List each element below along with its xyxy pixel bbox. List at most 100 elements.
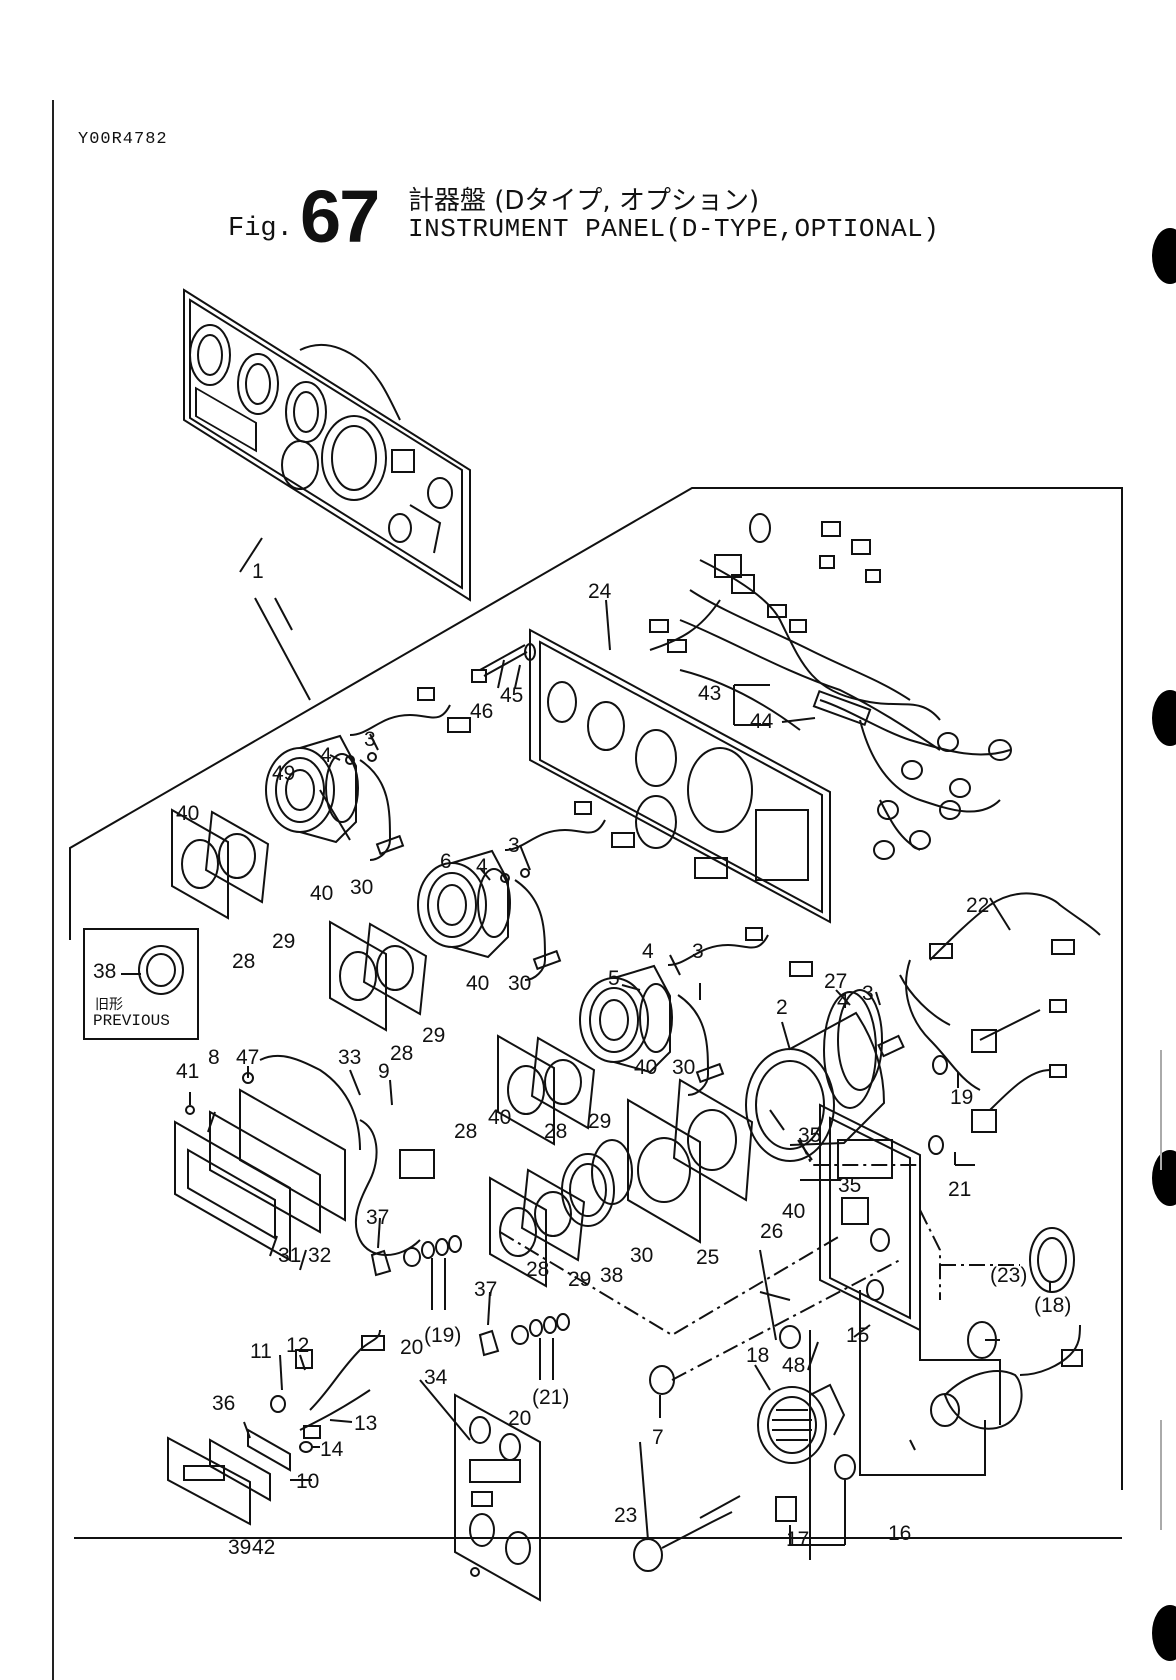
callout-label: 11 (250, 1340, 272, 1363)
callout-label: 3 (862, 982, 874, 1005)
callout-labels: 1 24 46 45 43 44 3 4 49 40 30 28 29 6 40… (176, 560, 1071, 1559)
callout-label: 25 (696, 1246, 719, 1269)
left-margin-line (52, 100, 54, 1680)
callout-label: 1 (252, 560, 264, 583)
wiring-harness (649, 513, 1012, 860)
callout-label: 39 (228, 1536, 251, 1559)
callout-label: 10 (296, 1470, 319, 1493)
callout-label: (18) (1034, 1294, 1071, 1317)
callout-label: 28 (390, 1042, 413, 1065)
knob-ring (1029, 1227, 1075, 1293)
callout-label: 43 (698, 682, 721, 705)
callout-label: (23) (990, 1264, 1027, 1287)
lighter-23 (633, 1495, 741, 1572)
key-switch-16 (930, 1324, 1083, 1430)
callout-label: 16 (888, 1522, 911, 1545)
callout-label: 40 (488, 1106, 511, 1129)
callout-label: 30 (672, 1056, 695, 1079)
previous-part-number: 38 (93, 960, 117, 983)
gauge-set-middle (329, 801, 635, 1032)
callout-label: 35 (798, 1124, 821, 1147)
callout-label: 33 (338, 1046, 361, 1069)
callout-label: 28 (544, 1120, 567, 1143)
fuse-17 (775, 1496, 797, 1522)
callout-label: 5 (608, 967, 620, 990)
clip-upper (370, 1249, 392, 1277)
previous-label-japanese: 旧形 (95, 997, 123, 1013)
callout-label: 46 (470, 700, 493, 723)
callout-label: 34 (424, 1366, 448, 1389)
callout-label: 28 (232, 950, 255, 973)
callout-label: 19 (950, 1086, 973, 1109)
callout-label: 40 (466, 972, 489, 995)
callout-label: 6 (440, 850, 452, 873)
callout-label: 8 (208, 1046, 220, 1069)
callout-label: 4 (476, 855, 488, 878)
callout-label: 4 (320, 744, 332, 767)
document-code: Y00R4782 (78, 130, 168, 149)
callout-label: 37 (366, 1206, 389, 1229)
callout-label: 44 (750, 710, 774, 733)
callout-label: (21) (532, 1386, 569, 1409)
gauge-set-lower (497, 927, 813, 1146)
callout-label: 29 (422, 1024, 445, 1047)
callout-label: 38 (600, 1264, 623, 1287)
callout-label: 32 (308, 1244, 331, 1267)
callout-label: 49 (272, 762, 295, 785)
callout-label: 2 (776, 996, 788, 1019)
callout-label: 4 (642, 940, 654, 963)
callout-label: 42 (252, 1536, 275, 1559)
callout-label: 26 (760, 1220, 783, 1243)
assembly-frame (69, 487, 1123, 1490)
callout-label: 15 (846, 1324, 869, 1347)
instrument-panel-assembly (183, 288, 471, 602)
callout-label: 29 (272, 930, 295, 953)
callout-label: 29 (588, 1110, 611, 1133)
callout-label: 40 (634, 1056, 657, 1079)
switch-assembly (167, 1329, 385, 1526)
previous-gauge-icon (121, 945, 184, 995)
callout-label: 21 (948, 1178, 971, 1201)
control-box (819, 1103, 921, 1332)
callout-label: 35 (838, 1174, 861, 1197)
callout-label: 24 (588, 580, 612, 603)
callout-label: 7 (652, 1426, 664, 1449)
callout-label: 3 (364, 728, 376, 751)
cover-plate (454, 1393, 541, 1602)
figure-number: 67 (300, 175, 380, 258)
callout-label: 30 (350, 876, 373, 899)
callout-label: 17 (786, 1528, 809, 1551)
callout-label: 23 (614, 1504, 637, 1527)
previous-label-english: PREVIOUS (93, 1012, 170, 1030)
callout-label: (19) (424, 1324, 461, 1347)
callout-label: 4 (837, 990, 849, 1013)
callout-label: 30 (630, 1244, 653, 1267)
callout-label: 30 (508, 972, 531, 995)
bolt-and-washer (471, 643, 536, 683)
callout-label: 14 (320, 1438, 344, 1461)
figure-prefix: Fig. (228, 214, 293, 244)
previous-type-inset: 38 旧形 PREVIOUS (83, 928, 199, 1040)
callout-label: 41 (176, 1060, 199, 1083)
callout-label: 31 (278, 1244, 301, 1267)
callout-label: 12 (286, 1334, 309, 1357)
callout-label: 27 (824, 970, 847, 993)
buzzer-18 (757, 1383, 846, 1464)
callout-label: 3 (508, 834, 520, 857)
callout-label: 36 (212, 1392, 235, 1415)
switch-harness (877, 892, 1101, 1155)
mounting-plate (529, 628, 831, 924)
callout-label: 28 (526, 1258, 549, 1281)
figure-title-japanese: 計器盤 (Dタイプ, オプション) (408, 186, 760, 216)
large-gauge (627, 989, 886, 1244)
callout-label: 18 (746, 1344, 769, 1367)
callout-label: 48 (782, 1354, 805, 1377)
lamp-7 (649, 1365, 675, 1395)
callout-label: 13 (354, 1412, 377, 1435)
callout-label: 40 (176, 802, 199, 825)
callout-label: 28 (454, 1120, 477, 1143)
bottom-rule (74, 1537, 1122, 1539)
lamp-48 (779, 1325, 801, 1349)
